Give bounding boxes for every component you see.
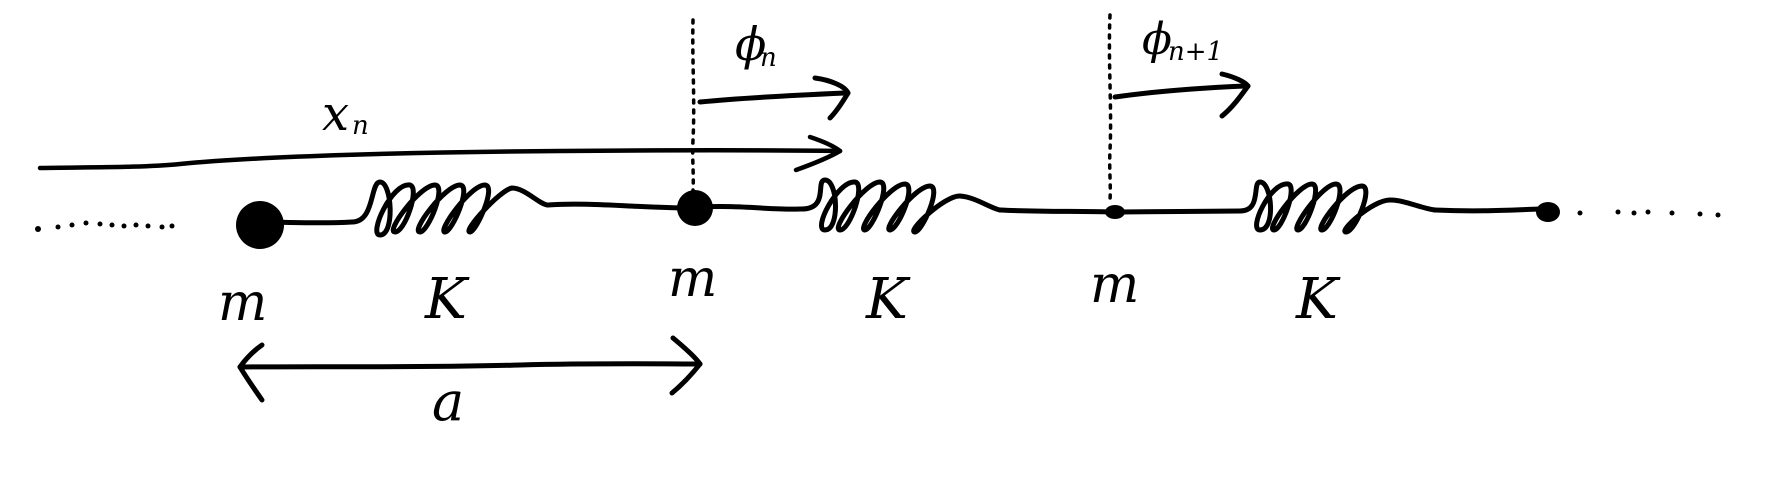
svg-text:x: x <box>322 86 349 142</box>
svg-text:n+1: n+1 <box>1168 37 1223 67</box>
reference-line-n <box>690 18 696 192</box>
spacing-arrow <box>237 335 703 403</box>
spring-labels: K K K <box>424 267 1341 332</box>
masses <box>236 190 1560 249</box>
spring-label-3: K <box>1295 267 1341 332</box>
right-continuation-dots <box>1577 209 1721 218</box>
spring-2-coils <box>797 177 1003 235</box>
svg-text:n: n <box>760 43 777 73</box>
mass-2-dot <box>677 190 713 226</box>
x-n-label: x n <box>322 86 369 142</box>
svg-text:n: n <box>352 111 369 141</box>
phi-n-label: ϕ n <box>735 17 777 73</box>
mass-4-dot <box>1536 202 1560 222</box>
svg-text:ϕ: ϕ <box>735 17 766 71</box>
spring-label-1: K <box>424 267 470 332</box>
x-n-arrow <box>37 134 843 173</box>
mass-label-1: m <box>218 273 267 333</box>
phi-n1-label: ϕ n+1 <box>1142 14 1223 67</box>
reference-line-n1 <box>1107 13 1113 202</box>
left-continuation-dots <box>35 220 175 232</box>
spring-label-2: K <box>865 267 911 332</box>
spacing-label: a <box>432 370 464 433</box>
mass-label-2: m <box>668 249 717 309</box>
chain <box>255 177 1543 238</box>
mass-3-dot <box>1105 205 1125 219</box>
mass-1-dot <box>236 201 284 249</box>
mass-labels: m m m <box>218 249 1139 333</box>
spring-1-coils <box>349 179 551 238</box>
svg-text:ϕ: ϕ <box>1142 14 1172 65</box>
phi-n1-arrow <box>1112 71 1251 119</box>
phi-n-arrow <box>697 75 851 121</box>
mass-label-3: m <box>1090 255 1139 315</box>
spring-3-coils <box>1237 179 1438 235</box>
